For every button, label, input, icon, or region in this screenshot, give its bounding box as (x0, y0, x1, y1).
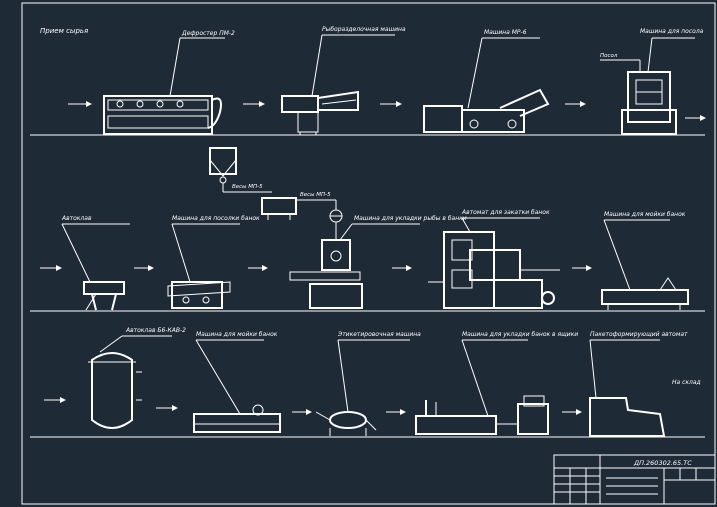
label-m11: Автоклав Б6-КАВ-2 (125, 327, 186, 334)
machine-autoclave-small (61, 223, 130, 311)
machine-labeler (315, 339, 410, 436)
label-m4b: Посол (600, 53, 618, 59)
label-m14: Машина для укладки банок в ящики (462, 331, 578, 338)
start-label: Прием сырья (40, 27, 88, 35)
machine-seamer (428, 217, 560, 309)
row3-arrows (44, 397, 582, 415)
row1-arrows (68, 101, 706, 121)
machine-can-filling (167, 223, 240, 309)
sheet-frame (21, 2, 716, 505)
machine-mr6 (423, 37, 550, 133)
row2-arrows (40, 265, 592, 271)
label-m7: Машина для посолки банок (172, 215, 260, 222)
label-m8: Машина для укладки рыбы в банки (354, 215, 467, 222)
machine-can-washer (601, 219, 689, 310)
machine-defroster (103, 37, 225, 135)
label-m5: Весы МП-5 (232, 184, 263, 190)
label-m6: Автоклав (61, 215, 92, 222)
label-m12: Машина для мойки банок (196, 331, 278, 338)
machine-autoclave-large (88, 335, 172, 429)
machine-fish-cutter (281, 34, 395, 135)
scale-hopper (209, 147, 272, 193)
label-m4: Машина для посола (640, 28, 704, 35)
label-m15: Пакетоформирующий автомат (590, 331, 688, 338)
label-m5b: Весы МП-5 (300, 192, 331, 198)
title-block (553, 454, 716, 505)
label-m9: Автомат для закатки банок (461, 209, 550, 216)
scale-unit (261, 197, 343, 240)
label-m3: Машина МР-6 (484, 29, 527, 36)
title-block-code: ДП.260302.65.ТС (633, 459, 692, 467)
machine-salting (600, 37, 695, 135)
label-m13: Этикетировочная машина (337, 331, 421, 338)
machine-boxing (415, 339, 549, 435)
machine-pallet-former (589, 339, 666, 437)
machine-washer-2 (193, 339, 281, 433)
machine-fish-packing (289, 223, 420, 309)
label-m2: Рыборазделочная машина (322, 26, 406, 33)
label-m10: Машина для мойки банок (604, 211, 686, 218)
label-m1: Дефростер ПМ-2 (181, 30, 235, 37)
end-label: На склад (672, 379, 701, 386)
